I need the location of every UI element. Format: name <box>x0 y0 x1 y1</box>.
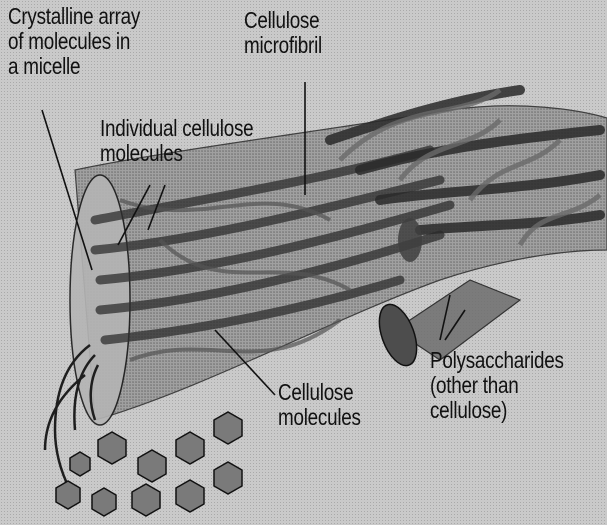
label-individual-cellulose-molecules: Individual cellulose molecules <box>100 116 253 166</box>
label-polysaccharides: Polysaccharides (other than cellulose) <box>430 348 564 423</box>
glucose-rings <box>56 412 242 516</box>
label-polysaccharides-line3: cellulose) <box>430 398 564 423</box>
label-crystalline-line3: a micelle <box>8 54 140 79</box>
label-crystalline-array: Crystalline array of molecules in a mice… <box>8 4 140 79</box>
label-cellulose-molecules-line2: molecules <box>278 405 361 430</box>
label-cellulose-microfibril: Cellulose microfibril <box>244 8 322 58</box>
label-microfibril-line1: Cellulose <box>244 8 322 33</box>
label-individual-line1: Individual cellulose <box>100 116 253 141</box>
label-polysaccharides-line2: (other than <box>430 373 564 398</box>
label-crystalline-line2: of molecules in <box>8 29 140 54</box>
label-crystalline-line1: Crystalline array <box>8 4 140 29</box>
label-polysaccharides-line1: Polysaccharides <box>430 348 564 373</box>
label-microfibril-line2: microfibril <box>244 33 322 58</box>
label-cellulose-molecules-line1: Cellulose <box>278 380 361 405</box>
label-cellulose-molecules: Cellulose molecules <box>278 380 361 430</box>
label-individual-line2: molecules <box>100 141 253 166</box>
